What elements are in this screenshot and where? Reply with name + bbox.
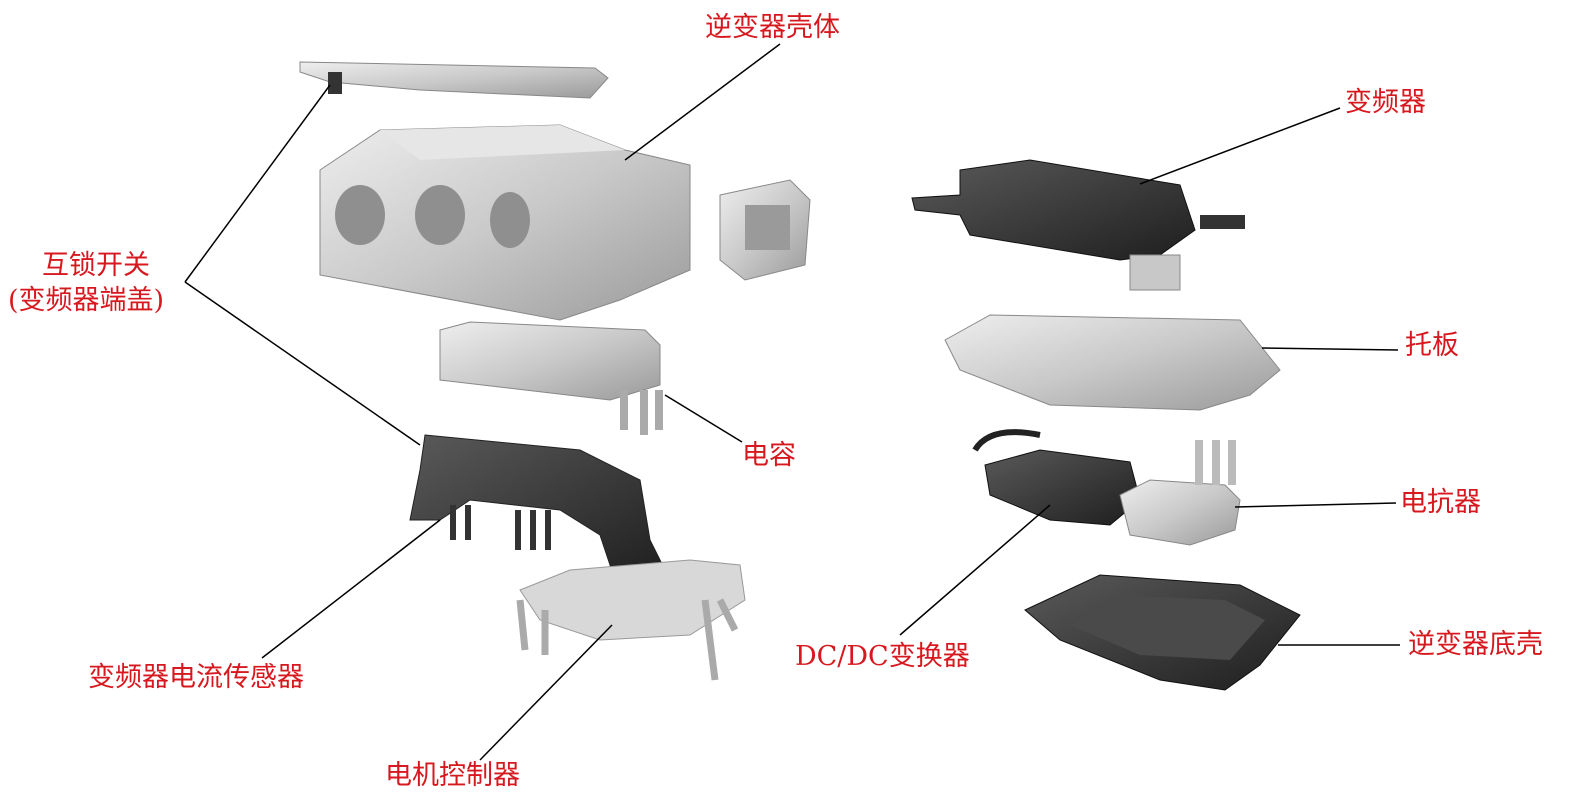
bottom-cover-part: [1024, 574, 1301, 691]
tray-part: [944, 314, 1281, 411]
leader-line-housing: [624, 43, 781, 161]
capacitor-part: [439, 321, 663, 435]
leader-line-motor-controller: [479, 624, 613, 761]
leader-line-inverter: [1139, 107, 1341, 185]
label-interlock-switch: 互锁开关: [42, 250, 150, 281]
leader-line-tray: [1261, 347, 1399, 351]
label-inverter: 变频器: [1345, 87, 1426, 118]
label-tray: 托板: [1405, 330, 1459, 361]
leader-line-capacitor: [664, 394, 743, 443]
dcdc-converter-part: [972, 429, 1141, 526]
label-capacitor: 电容: [742, 440, 796, 471]
interlock-cover-part: [299, 61, 609, 99]
label-inverter-housing: 逆变器壳体: [705, 12, 840, 43]
label-interlock-switch-sub: (变频器端盖): [8, 285, 165, 316]
label-reactor: 电抗器: [1400, 487, 1481, 518]
label-motor-controller: 电机控制器: [385, 760, 520, 791]
leader-line-dcdc: [899, 504, 1051, 636]
motor-controller-part: [516, 559, 746, 681]
leader-line-interlock-lower: [184, 281, 421, 446]
label-current-sensor: 变频器电流传感器: [88, 662, 304, 693]
reactor-part: [1119, 440, 1241, 546]
leader-line-reactor: [1234, 502, 1397, 508]
current-sensor-part: [409, 434, 671, 581]
label-dcdc-converter: DC/DC变换器: [795, 641, 970, 672]
inverter-part: [911, 159, 1245, 291]
leader-line-interlock-upper: [184, 84, 331, 283]
label-inverter-bottom-cover: 逆变器底壳: [1408, 629, 1543, 660]
inverter-housing-part: [319, 124, 811, 321]
leader-line-current-sensor: [261, 519, 441, 659]
